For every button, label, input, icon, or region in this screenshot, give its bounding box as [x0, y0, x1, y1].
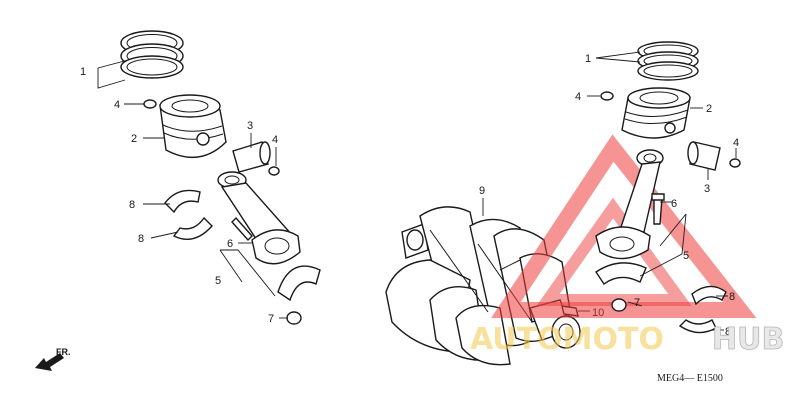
right-label-6: 6	[671, 198, 677, 210]
right-piston-pin-clip-lower	[729, 158, 741, 168]
left-label-4-upper: 4	[114, 99, 120, 111]
right-piston	[621, 87, 691, 139]
right-piston-pin	[687, 141, 721, 171]
right-piston-rings	[637, 41, 699, 81]
right-bearing-lower	[678, 319, 717, 334]
right-bearing-upper	[691, 285, 727, 306]
left-rod-nut	[286, 311, 302, 325]
right-label-3: 3	[704, 183, 710, 195]
right-piston-pin-clip-upper	[600, 91, 614, 101]
left-leader-lines	[97, 59, 288, 319]
left-connecting-rod	[217, 171, 301, 265]
left-piston-pin-clip-lower	[268, 166, 280, 176]
left-rod-cap	[277, 265, 321, 302]
drawing-code: MEG4— E1500	[657, 373, 723, 384]
right-label-1: 1	[585, 53, 591, 65]
left-label-1: 1	[80, 66, 86, 78]
right-rod-cap	[595, 262, 647, 286]
front-direction-arrow-icon	[35, 353, 64, 371]
left-label-5: 5	[215, 275, 221, 287]
left-piston-pin	[232, 141, 271, 173]
right-label-2: 2	[706, 103, 712, 115]
right-rod-bolt	[651, 193, 665, 225]
right-connecting-rod	[595, 149, 664, 260]
left-bearing-upper	[164, 189, 201, 214]
right-leader-lines	[587, 51, 737, 331]
left-label-8-lower: 8	[138, 233, 144, 245]
left-piston-rings	[120, 30, 184, 79]
left-piston	[159, 94, 227, 159]
right-rod-nut	[611, 298, 627, 312]
left-bearing-lower	[172, 216, 213, 240]
left-label-2: 2	[131, 133, 137, 145]
left-label-6: 6	[227, 238, 233, 250]
left-label-8-upper: 8	[129, 199, 135, 211]
left-label-3: 3	[247, 120, 253, 132]
right-label-7: 7	[634, 297, 640, 309]
right-label-8-lower: 8	[725, 326, 731, 338]
left-label-7: 7	[268, 313, 274, 325]
label-9: 9	[479, 185, 485, 197]
left-rod-bolt	[231, 216, 253, 242]
watermark-brand-hub: HUB	[712, 322, 784, 357]
right-label-4-upper: 4	[575, 91, 581, 103]
right-label-5: 5	[683, 250, 689, 262]
watermark-text: AUTOMOTO HUB	[470, 322, 785, 358]
right-label-8-upper: 8	[729, 291, 735, 303]
left-label-4-lower: 4	[272, 134, 278, 146]
right-label-4-lower: 4	[733, 137, 739, 149]
watermark-brand-auto: AUTOMOTO	[470, 322, 664, 357]
left-piston-pin-clip-upper	[143, 99, 157, 109]
front-indicator-label: FR.	[56, 347, 71, 357]
